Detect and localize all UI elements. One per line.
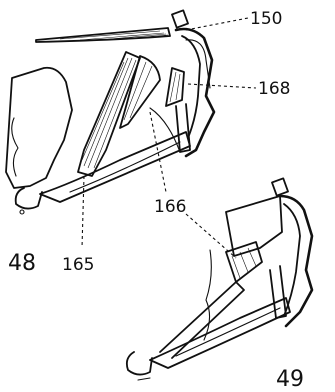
fig49-top-knob — [272, 178, 288, 195]
fig48-outer-outline — [6, 68, 72, 188]
figure-number-48: 48 — [8, 251, 36, 276]
fig49-articulation — [127, 352, 152, 375]
figure-48: 150 168 166 165 48 — [6, 9, 290, 276]
fig49-leader-166 — [186, 214, 236, 258]
fig49-lower-blade — [150, 298, 290, 368]
fig49-vertical-strut — [270, 266, 286, 318]
label-150: 150 — [250, 9, 282, 29]
fig48-muscle-168 — [166, 68, 184, 106]
fig48-leader-166 — [150, 112, 166, 192]
fig48-muscle-secondary — [120, 56, 160, 128]
label-166: 166 — [154, 197, 186, 217]
fig48-top-knob — [172, 10, 188, 27]
fig49-upper-frame — [226, 196, 282, 256]
fig48-muscle-165-hatching — [82, 58, 136, 168]
fig49-diagonal-strut — [160, 282, 244, 358]
fig49-lower-blade-inner — [176, 308, 280, 356]
fig48-strut — [176, 104, 190, 152]
fig48-right-plate-inner — [182, 36, 200, 138]
label-165: 165 — [62, 255, 94, 275]
fig48-articulation-dot — [20, 210, 24, 214]
fig49-base-mark — [138, 378, 150, 380]
label-168: 168 — [258, 79, 290, 99]
figure-number-49: 49 — [276, 367, 304, 392]
fig48-left-edge — [12, 118, 18, 176]
fig48-articulation — [16, 188, 42, 209]
fig48-leader-150 — [186, 18, 248, 30]
